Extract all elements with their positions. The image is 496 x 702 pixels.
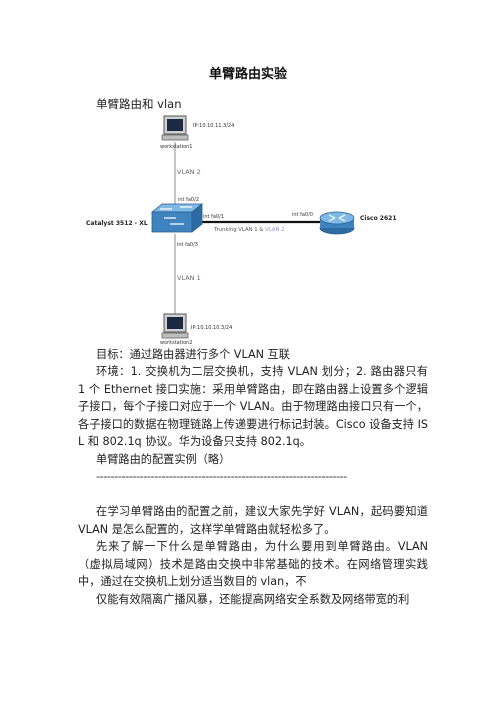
ws2-ip-label: IP:10.10.10.3/24 (191, 325, 232, 331)
switch-port-top-label: int fa0/2 (178, 197, 199, 203)
paragraph-goal: 目标：通过路由器进行多个 VLAN 互联 (96, 348, 290, 361)
ws1-name-label: workstation1 (160, 144, 193, 150)
router-icon (319, 211, 355, 235)
network-diagram: IP:10.10.11.3/24 workstation1 VLAN 2 int… (86, 115, 397, 346)
ws2-name-label: workstation2 (160, 340, 193, 346)
vlan2-label: VLAN 2 (177, 168, 201, 176)
paragraph-advice: 在学习单臂路由的配置之前，建议大家先学好 VLAN，起码要知道 VLAN 是怎么… (78, 505, 428, 536)
paragraph-continuation: 仅能有效隔离广播风暴，还能提高网络安全系数及网络带宽的利 (96, 593, 410, 606)
paragraph-environment: 环境：1. 交换机为二层交换机，支持 VLAN 划分；2. 路由器只有 1 个 … (78, 365, 428, 448)
switch-name-label: Catalyst 3512 - XL (86, 220, 148, 227)
workstation2-icon (161, 313, 189, 339)
trunk-label-a: Trunking VLAN 1 & (213, 227, 265, 233)
switch-port-bottom-label: int fa0/3 (177, 242, 198, 248)
paragraph-intro: 先来了解一下什么是单臂路由，为什么要用到单臂路由。VLAN（虚拟局域网）技术是路… (78, 540, 428, 588)
trunk-label-b: VLAN 2 (265, 227, 284, 233)
vlan1-label: VLAN 1 (177, 274, 201, 282)
switch-port-right-label: int fa0/1 (203, 214, 224, 220)
paragraph-config-example: 单臂路由的配置实例（略） (96, 453, 231, 466)
router-name-label: Cisco 2621 (360, 215, 397, 222)
page-title: 单臂路由实验 (208, 67, 287, 82)
ws1-ip-label: IP:10.10.11.3/24 (193, 123, 234, 129)
workstation1-icon (161, 115, 189, 141)
switch-icon (150, 203, 204, 233)
router-port-label: int fa0/0 (292, 212, 313, 218)
separator-dashes: ----------------------------------------… (96, 470, 347, 483)
trunk-label: Trunking VLAN 1 & VLAN 2 (213, 227, 284, 233)
subtitle: 单臂路由和 vlan (96, 97, 182, 111)
